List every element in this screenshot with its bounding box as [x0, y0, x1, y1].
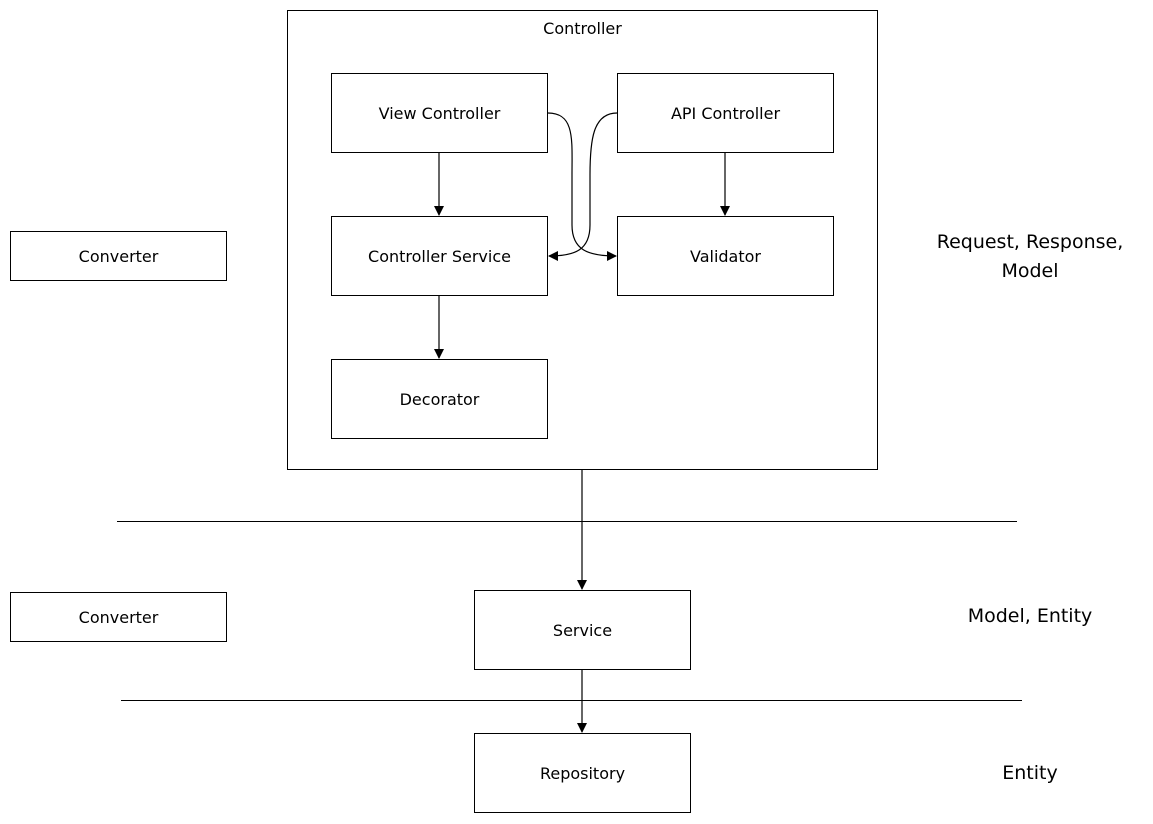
- converter-box-top[interactable]: Converter: [10, 231, 227, 281]
- controller-layer-label-line1: Request, Response,: [936, 231, 1124, 253]
- repository-box[interactable]: Repository: [474, 733, 691, 813]
- view-controller-box[interactable]: View Controller: [331, 73, 548, 153]
- service-box[interactable]: Service: [474, 590, 691, 670]
- layer-divider-service-repository: [121, 700, 1022, 701]
- api-controller-label: API Controller: [670, 103, 781, 123]
- converter-label-middle: Converter: [78, 607, 159, 627]
- converter-label-top: Converter: [78, 246, 159, 266]
- controller-title: Controller: [543, 19, 622, 38]
- controller-container: Controller: [287, 10, 878, 470]
- controller-layer-label: Request, Response, Model: [925, 228, 1135, 286]
- api-controller-box[interactable]: API Controller: [617, 73, 834, 153]
- view-controller-label: View Controller: [378, 103, 501, 123]
- decorator-box[interactable]: Decorator: [331, 359, 548, 439]
- service-label: Service: [552, 620, 613, 640]
- controller-service-box[interactable]: Controller Service: [331, 216, 548, 296]
- controller-service-label: Controller Service: [368, 246, 511, 266]
- controller-layer-label-line2: Model: [1001, 260, 1059, 282]
- converter-box-middle[interactable]: Converter: [10, 592, 227, 642]
- service-layer-label: Model, Entity: [967, 605, 1093, 627]
- repository-layer-label: Entity: [1002, 762, 1058, 784]
- layer-divider-controller-service: [117, 521, 1017, 522]
- repository-label: Repository: [539, 763, 626, 783]
- validator-box[interactable]: Validator: [617, 216, 834, 296]
- decorator-label: Decorator: [399, 389, 480, 409]
- validator-label: Validator: [690, 246, 761, 266]
